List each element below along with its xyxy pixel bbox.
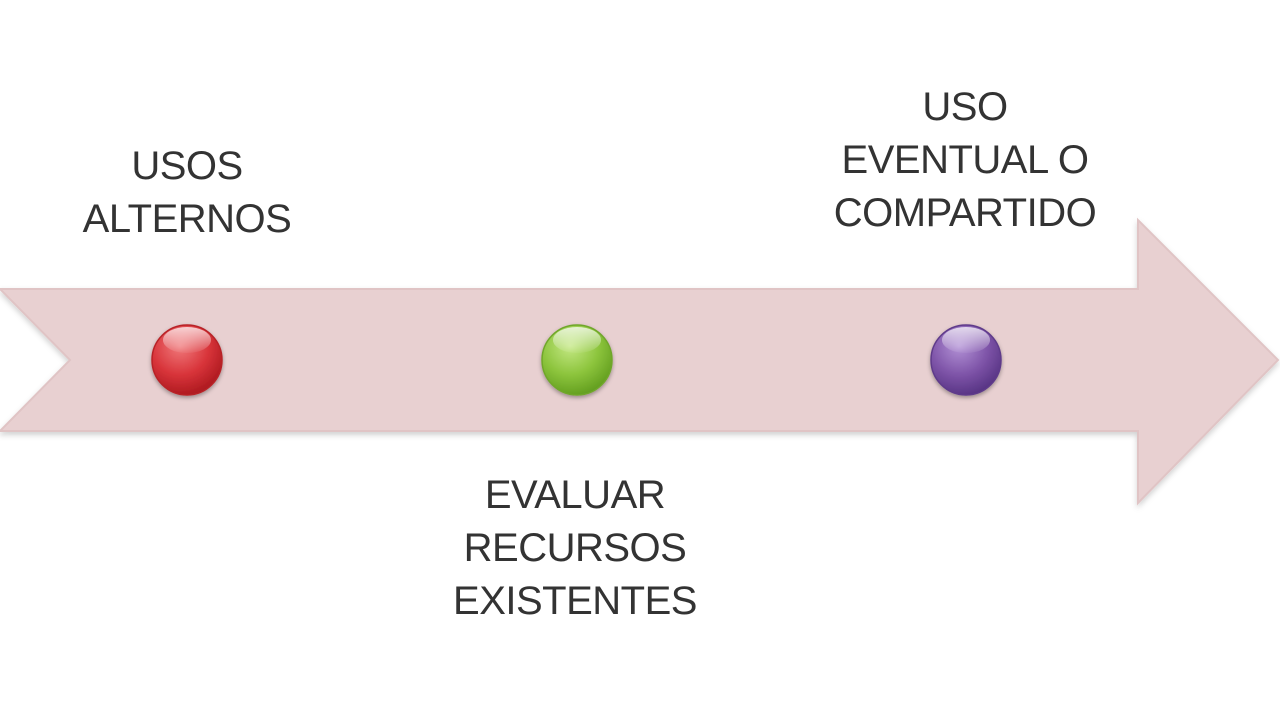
timeline-dot-purple [930,324,1002,396]
step-label-line: EVENTUAL O [841,137,1089,182]
step-label-evaluar-recursos: EVALUAR RECURSOS EXISTENTES [425,469,725,627]
step-label-line: EXISTENTES [453,578,697,623]
step-label-line: RECURSOS [463,525,687,570]
step-label-line: COMPARTIDO [833,190,1097,235]
step-label-line: EVALUAR [484,473,666,517]
timeline-dot-green [541,324,613,396]
step-label-line: ALTERNOS [82,196,292,241]
step-label-line: USO [922,85,1008,129]
step-label-line: USOS [131,144,243,188]
step-label-uso-eventual: USO EVENTUAL O COMPARTIDO [790,81,1140,239]
arrow-body [0,217,1280,506]
step-label-usos-alternos: USOS ALTERNOS [42,140,332,246]
timeline-dot-red [151,324,223,396]
